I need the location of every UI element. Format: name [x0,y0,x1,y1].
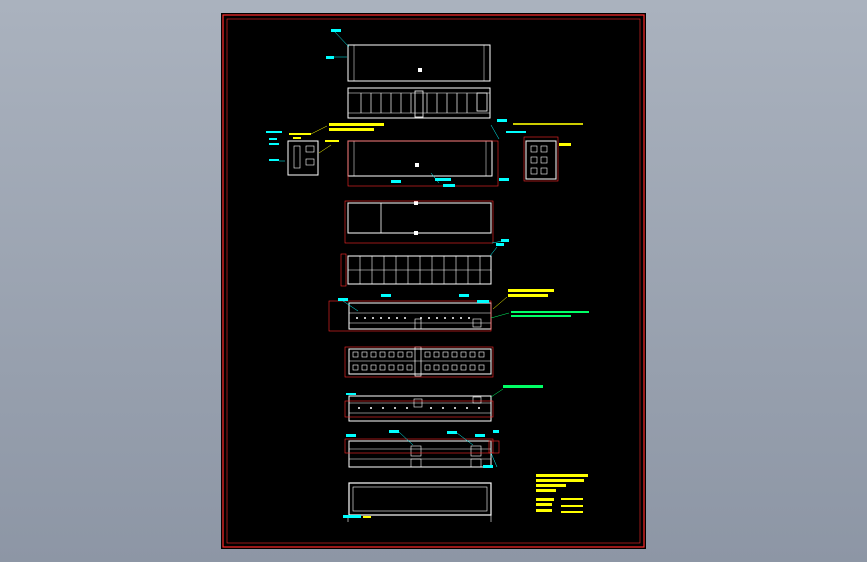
rail-assembly-view[interactable] [328,289,589,332]
mounting-rail-view[interactable] [344,385,543,422]
sheet-outer-border [222,14,645,548]
base-tray-view[interactable] [343,482,492,522]
front-view-dimensioned[interactable] [347,119,583,187]
side-view-left[interactable] [266,123,384,176]
cad-canvas[interactable] [221,13,646,549]
drawing-sheet[interactable] [221,13,646,549]
channel-view[interactable] [344,430,500,468]
sheet-inner-border [226,18,641,544]
grid-frame-view[interactable] [340,243,504,287]
title-block[interactable] [536,474,588,513]
side-view-right[interactable] [506,131,571,182]
cover-view[interactable] [344,200,509,244]
perforated-panel-view[interactable] [344,346,494,378]
top-grille-view[interactable] [347,87,491,119]
front-view[interactable] [326,29,491,82]
